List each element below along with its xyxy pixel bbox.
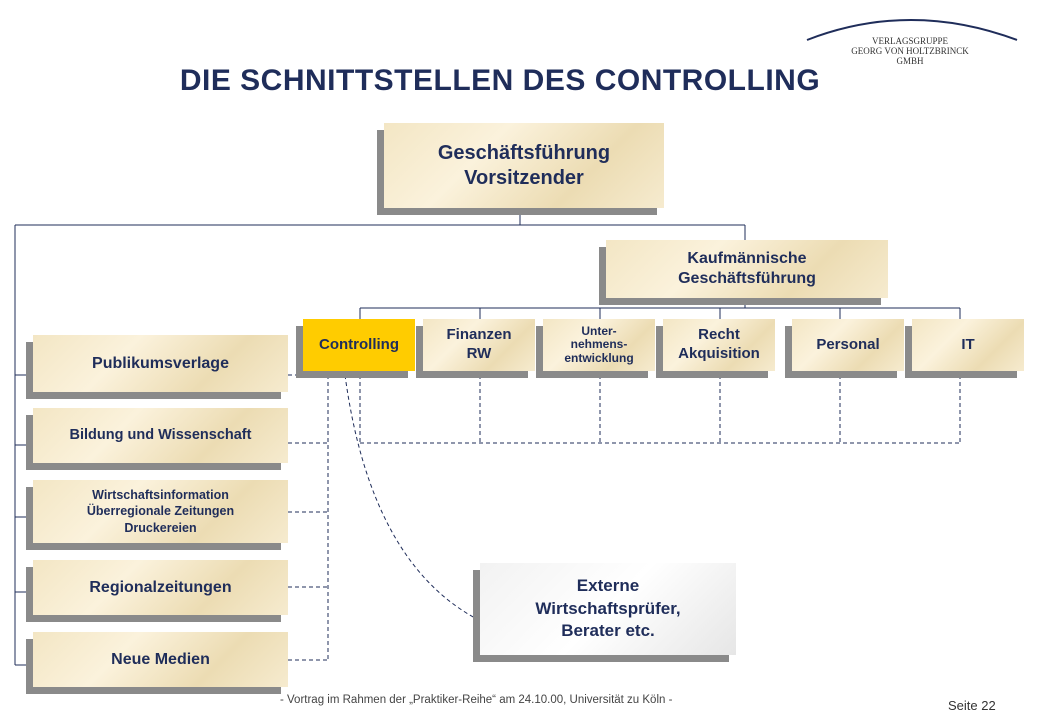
box-bildung-und-wissenschaft: Bildung und Wissenschaft	[26, 408, 288, 470]
box-recht: Recht Akquisition	[656, 319, 775, 378]
box-unternehmensentwicklung: Unter- nehmens- entwicklung	[536, 319, 655, 378]
box-label: Unter- nehmens- entwicklung	[564, 324, 634, 365]
footer-text: - Vortrag im Rahmen der „Praktiker-Reihe…	[280, 694, 673, 706]
page-number: Seite 22	[948, 698, 996, 713]
box-publikumsverlage: Publikumsverlage	[26, 335, 288, 399]
box-label: Controlling	[319, 335, 399, 353]
box-label: Recht Akquisition	[678, 326, 760, 362]
box-label: Regionalzeitungen	[89, 578, 232, 596]
box-controlling: Controlling	[296, 319, 415, 378]
box-neue-medien: Neue Medien	[26, 632, 288, 694]
logo-arc-icon	[806, 19, 1018, 41]
box-label: Neue Medien	[111, 650, 210, 668]
box-label: Externe Wirtschaftsprüfer, Berater etc.	[535, 575, 681, 641]
box-label: Geschäftsführung Vorsitzender	[437, 141, 611, 189]
box-label: Kaufmännische Geschäftsführung	[678, 250, 816, 287]
box-personal: Personal	[785, 319, 904, 378]
box-wirtschaftsinformation: Wirtschaftsinformation Überregionale Zei…	[26, 480, 288, 550]
box-label: IT	[961, 335, 975, 353]
logo-line-3: GMBH	[896, 56, 924, 66]
page-title: DIE SCHNITTSTELLEN DES CONTROLLING	[179, 64, 821, 97]
logo-line-1: VERLAGSGRUPPE	[871, 36, 948, 46]
box-externe-wirtschaftspruefer: Externe Wirtschaftsprüfer, Berater etc.	[473, 563, 736, 662]
box-label: Wirtschaftsinformation Überregionale Zei…	[86, 488, 235, 535]
company-logo: VERLAGSGRUPPE GEORG VON HOLTZBRINCK GMBH	[820, 36, 1000, 66]
box-it: IT	[905, 319, 1024, 378]
box-label: Personal	[816, 335, 880, 353]
box-regionalzeitungen: Regionalzeitungen	[26, 560, 288, 622]
logo-line-2: GEORG VON HOLTZBRINCK	[851, 46, 969, 56]
box-label: Bildung und Wissenschaft	[69, 427, 252, 444]
box-kaufmaennische-geschaeftsfuehrung: Kaufmännische Geschäftsführung	[599, 240, 888, 305]
box-label: Finanzen RW	[446, 326, 512, 362]
box-geschaeftsfuehrung: Geschäftsführung Vorsitzender	[377, 123, 664, 215]
box-finanzen: Finanzen RW	[416, 319, 535, 378]
box-label: Publikumsverlage	[92, 354, 229, 372]
